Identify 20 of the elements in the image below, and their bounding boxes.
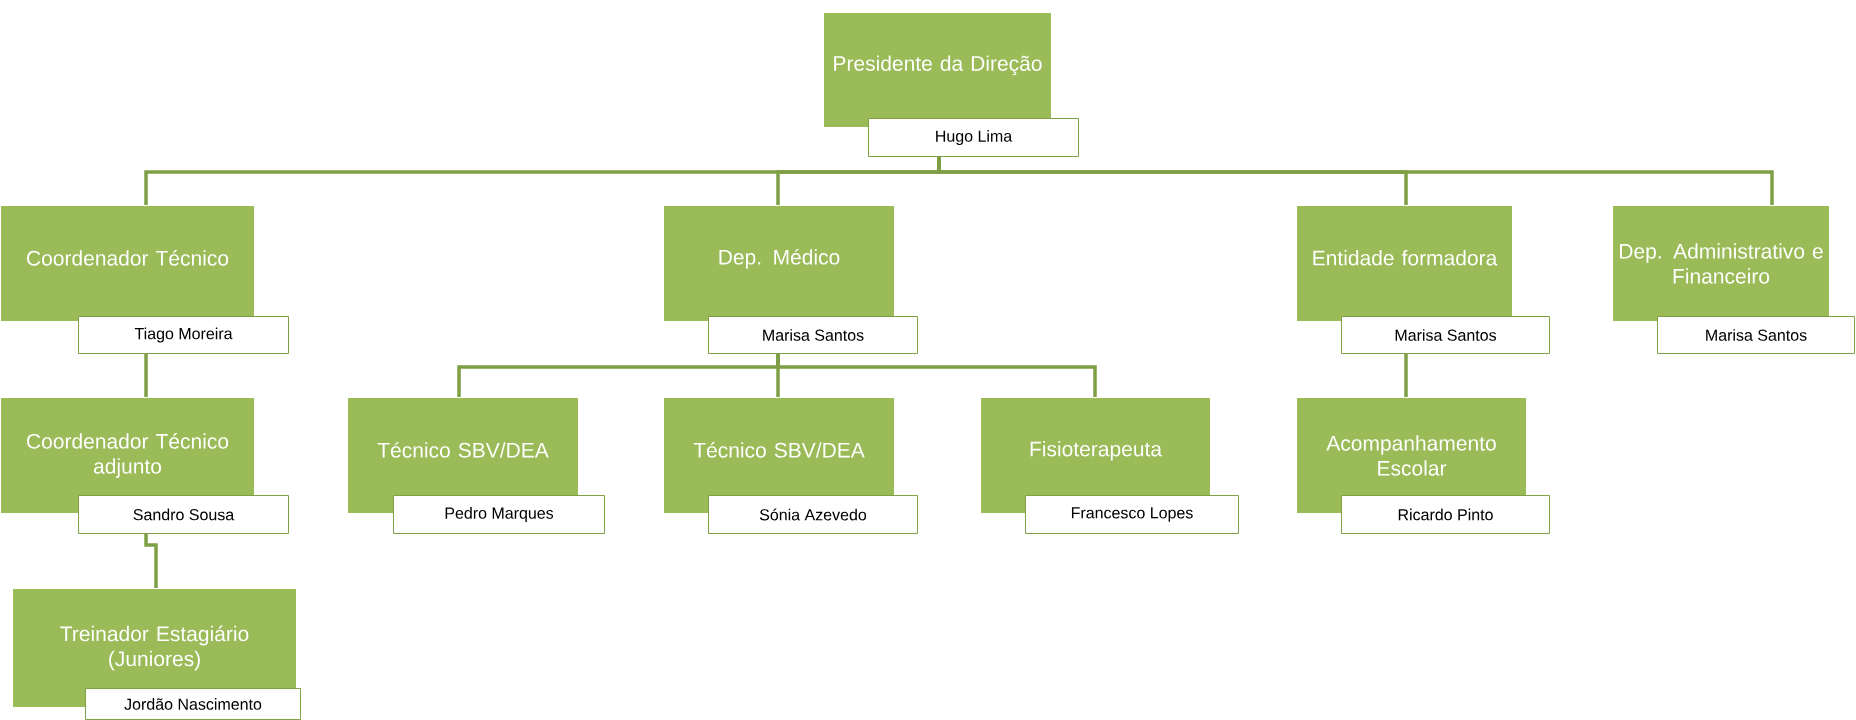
- name-box: Francesco Lopes: [1025, 495, 1239, 534]
- name-box: Ricardo Pinto: [1341, 495, 1550, 534]
- connector-line: [776, 354, 1097, 397]
- connector-line: [144, 534, 158, 588]
- name-box: Marisa Santos: [1657, 316, 1855, 354]
- org-box: Dep. Administrativo e Financeiro: [1612, 205, 1830, 322]
- org-box: Coordenador Técnico: [0, 205, 255, 322]
- name-box: Jordão Nascimento: [85, 688, 301, 720]
- name-box: Pedro Marques: [393, 495, 605, 534]
- name-box: Sónia Azevedo: [708, 495, 918, 534]
- name-box: Marisa Santos: [1341, 316, 1550, 354]
- connector-line: [937, 157, 1774, 205]
- name-box: Marisa Santos: [708, 316, 918, 354]
- name-box: Hugo Lima: [868, 118, 1079, 157]
- org-box: Entidade formadora: [1296, 205, 1513, 322]
- connector-line: [144, 354, 148, 397]
- name-box: Tiago Moreira: [78, 316, 289, 354]
- org-box: Dep. Médico: [663, 205, 895, 322]
- connector-line: [1404, 354, 1408, 397]
- org-box: Presidente da Direção: [823, 12, 1052, 128]
